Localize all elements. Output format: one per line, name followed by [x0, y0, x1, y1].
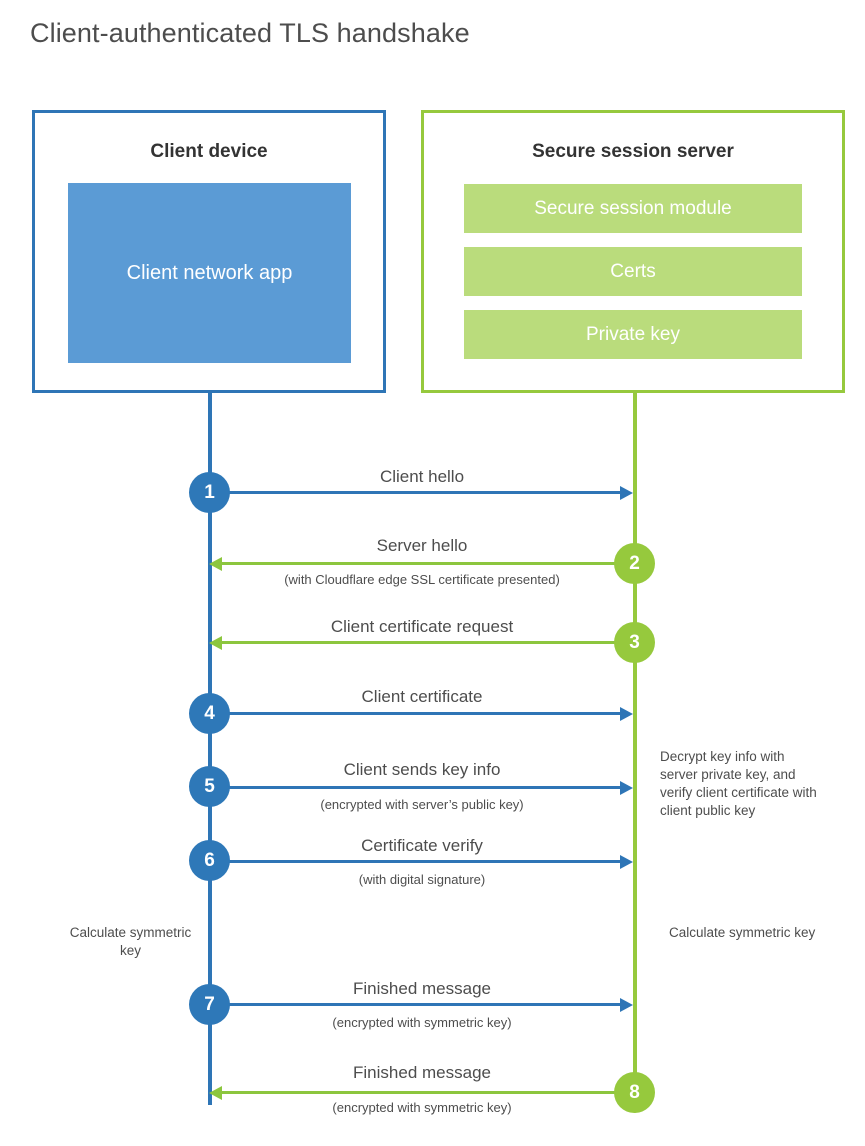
secure-session-server-title: Secure session server: [532, 141, 734, 162]
arrow-sublabel-step-2: (with Cloudflare edge SSL certificate pr…: [284, 572, 560, 587]
step-circle-1[interactable]: 1: [189, 472, 230, 513]
arrow-sublabel-step-8: (encrypted with symmetric key): [332, 1100, 512, 1115]
arrow-head-step-5: [620, 781, 633, 795]
arrow-label-step-5: Client sends key info: [343, 760, 501, 779]
arrow-line-step-2: [222, 562, 635, 565]
arrow-sublabel-step-6: (with digital signature): [358, 872, 486, 887]
step-circle-6[interactable]: 6: [189, 840, 230, 881]
step-circle-7[interactable]: 7: [189, 984, 230, 1025]
server-block-certs: Certs: [464, 247, 802, 296]
arrow-head-step-2: [209, 557, 222, 571]
page-title: Client-authenticated TLS handshake: [30, 18, 470, 48]
arrow-label-step-2: Server hello: [376, 536, 468, 555]
arrow-head-step-1: [620, 486, 633, 500]
arrow-label-step-3: Client certificate request: [330, 617, 514, 636]
client-device-title: Client device: [150, 141, 268, 162]
arrow-line-step-8: [222, 1091, 635, 1094]
arrow-line-step-5: [210, 786, 620, 789]
note-server-decrypt: Decrypt key info with server private key…: [660, 749, 817, 818]
arrow-line-step-4: [210, 712, 620, 715]
arrow-line-step-3: [222, 641, 635, 644]
note-server-calculate-symmetric-key: Calculate symmetric key: [669, 925, 816, 940]
arrow-label-step-7: Finished message: [353, 979, 491, 998]
arrow-head-step-8: [209, 1086, 222, 1100]
arrow-label-step-8: Finished message: [353, 1063, 491, 1082]
arrow-head-step-3: [209, 636, 222, 650]
arrow-line-step-7: [210, 1003, 620, 1006]
server-block-secure-session-module: Secure session module: [464, 184, 802, 233]
server-block-private-key: Private key: [464, 310, 802, 359]
server-lifeline: [633, 393, 637, 1093]
note-client-calculate-symmetric-key: Calculate symmetric key: [69, 925, 192, 958]
step-circle-2[interactable]: 2: [614, 543, 655, 584]
step-circle-5[interactable]: 5: [189, 766, 230, 807]
arrow-head-step-7: [620, 998, 633, 1012]
arrow-line-step-6: [210, 860, 620, 863]
arrow-sublabel-step-7: (encrypted with symmetric key): [332, 1015, 512, 1030]
arrow-line-step-1: [210, 491, 620, 494]
arrow-head-step-6: [620, 855, 633, 869]
arrow-label-step-4: Client certificate: [361, 687, 483, 706]
step-circle-3[interactable]: 3: [614, 622, 655, 663]
client-lifeline: [208, 393, 212, 1105]
client-device-box: Client device Client network app: [32, 110, 386, 393]
arrow-label-step-6: Certificate verify: [361, 836, 483, 855]
secure-session-server-box: Secure session server Secure session mod…: [421, 110, 845, 393]
client-network-app-block: Client network app: [68, 183, 351, 363]
step-circle-8[interactable]: 8: [614, 1072, 655, 1113]
arrow-head-step-4: [620, 707, 633, 721]
step-circle-4[interactable]: 4: [189, 693, 230, 734]
arrow-label-step-1: Client hello: [379, 467, 465, 486]
arrow-sublabel-step-5: (encrypted with server’s public key): [320, 797, 524, 812]
